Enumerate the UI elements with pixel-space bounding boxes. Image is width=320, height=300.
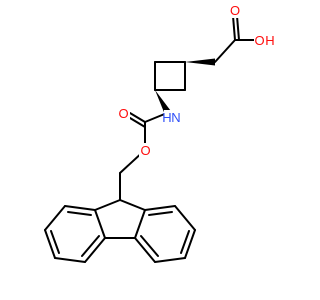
left-ring-3 (54, 257, 86, 263)
left-ring-5 (44, 205, 66, 231)
right-ring-inner-3 (148, 211, 173, 216)
right-ring-6 (144, 205, 176, 211)
bond-n-carbonyl (144, 112, 168, 123)
bond-c-o-double-a (232, 15, 236, 41)
wedge-bond-ch2 (185, 58, 215, 66)
fluorene-c9-right (119, 199, 146, 211)
atom-label: H (162, 110, 171, 125)
right-ring-inner-1 (140, 235, 159, 257)
atom-amide-nitrogen: N (164, 110, 188, 125)
left-ring-inner-1 (81, 235, 100, 257)
atom-oh-hydrogen: H (265, 33, 274, 48)
atom-label: N (171, 110, 180, 125)
bond-ch2-cooh (214, 39, 236, 63)
right-ring-inner-2 (180, 230, 190, 254)
atom-acid-carbonyl-oxygen: O (229, 3, 241, 18)
atom-oh-oxygen: O (254, 33, 265, 48)
right-ring-1 (134, 209, 146, 239)
left-ring-4 (44, 229, 56, 259)
right-ring-2 (134, 237, 156, 263)
atom-label: O (140, 143, 150, 158)
atom-carbamate-carbonyl-oxygen: O (117, 106, 130, 121)
bond-c-o-double-b2 (129, 117, 146, 128)
bond-c-o-double-a2 (129, 112, 146, 123)
wedge-bond-nh (155, 90, 171, 114)
fluorene-group (44, 199, 196, 263)
left-ring-6 (64, 205, 96, 211)
right-ring-3 (154, 257, 186, 263)
bond-c-o-double-b (236, 15, 240, 41)
fluorene-c9-left (94, 199, 121, 211)
left-ring-inner-2 (50, 230, 60, 254)
carboxylic-acid-group (214, 15, 257, 63)
right-ring-5 (174, 205, 196, 231)
cyclobutane-ring (154, 61, 186, 91)
atom-label: H (265, 33, 274, 48)
left-ring-1 (94, 209, 106, 239)
atom-ester-oxygen: O (139, 143, 152, 158)
atom-amide-hydrogen: H (162, 110, 171, 125)
left-ring-2 (84, 237, 106, 263)
atom-label: O (254, 33, 264, 48)
right-ring-4 (184, 229, 196, 259)
left-ring-inner-3 (67, 211, 92, 216)
atom-label: O (230, 3, 240, 18)
atom-label: O (118, 106, 128, 121)
molecule-structure-diagram: O H O N H O O (44, 3, 275, 263)
